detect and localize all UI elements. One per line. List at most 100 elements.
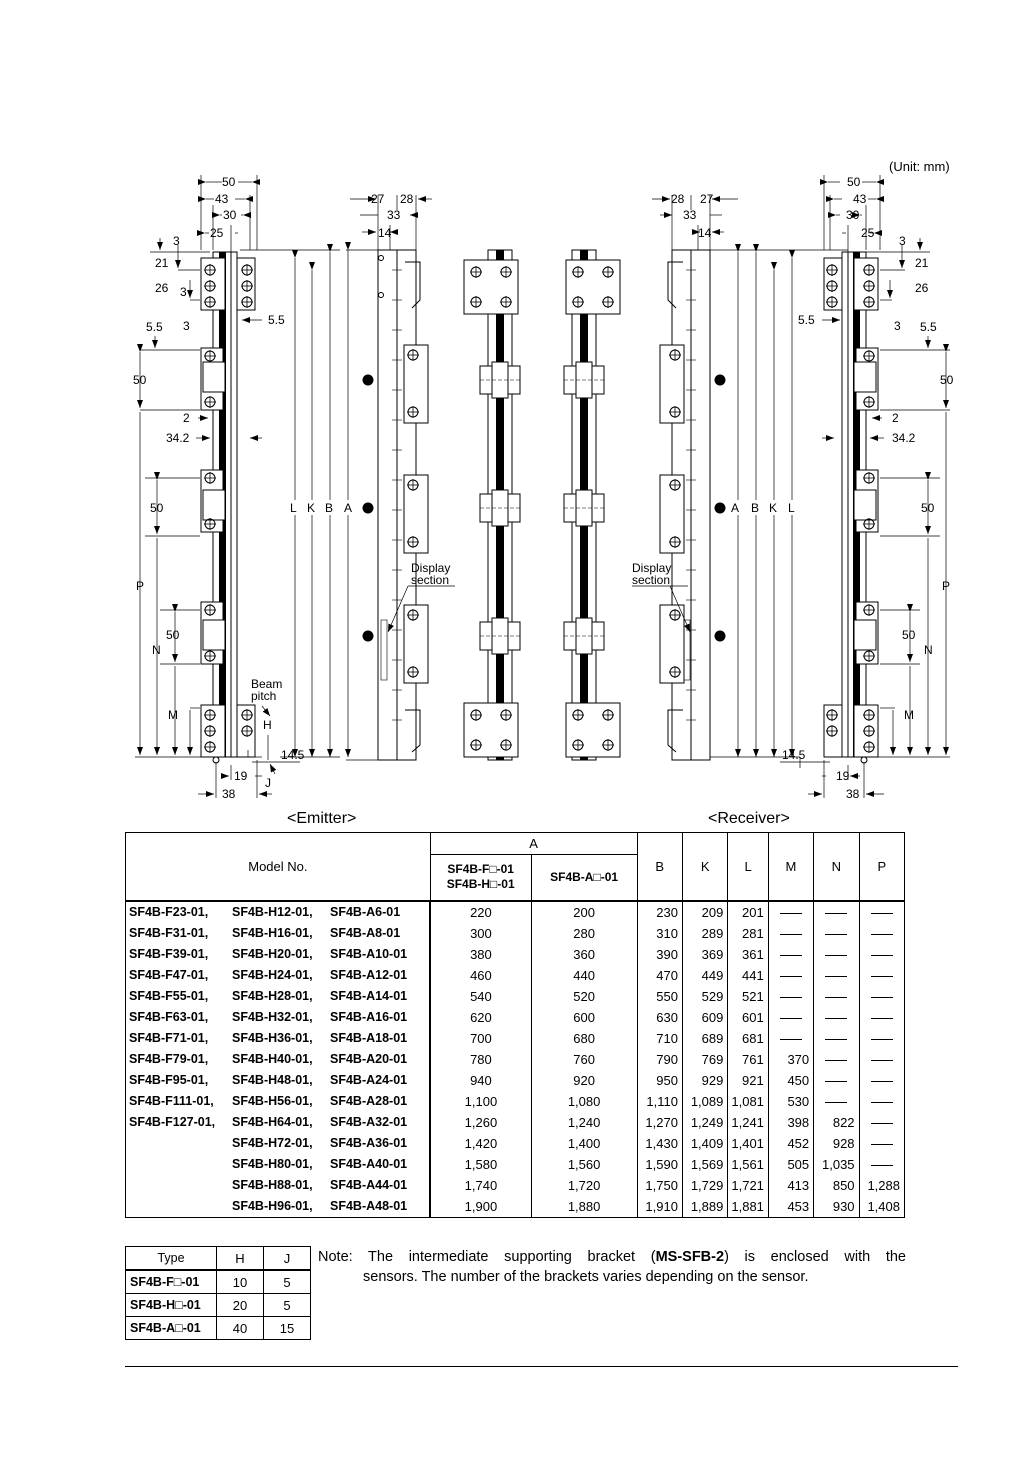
svg-text:19: 19	[234, 769, 248, 783]
cell-n	[813, 985, 860, 1007]
dash-mark	[825, 1101, 848, 1103]
cell-b: 310	[636, 922, 683, 944]
cell-b: 1,430	[636, 1132, 683, 1154]
model-cell: SF4B-H96-01,SF4B-A48-01	[125, 1195, 432, 1218]
svg-text:38: 38	[846, 787, 860, 801]
cell-k: 1,409	[681, 1132, 729, 1154]
cell-n: 822	[813, 1111, 860, 1133]
svg-text:50: 50	[133, 373, 147, 387]
receiver-front-view	[659, 249, 726, 761]
svg-text:14: 14	[698, 226, 712, 240]
cell-b: 790	[636, 1048, 683, 1070]
cell-a2: 1,880	[530, 1195, 638, 1218]
cell-k: 1,889	[681, 1195, 729, 1218]
cell-k: 1,729	[681, 1174, 729, 1196]
dimension-lines	[135, 175, 950, 798]
svg-text:27: 27	[371, 192, 385, 206]
cell-p	[858, 922, 906, 944]
svg-text:5.5: 5.5	[268, 313, 285, 327]
header-model: Model No.	[125, 832, 431, 901]
svg-text:50: 50	[166, 628, 180, 642]
svg-text:Beam: Beam	[251, 677, 282, 691]
svg-text:2: 2	[892, 411, 899, 425]
cell-b: 1,270	[636, 1111, 683, 1133]
cell-k: 689	[681, 1027, 729, 1049]
model-cell: SF4B-F31-01,SF4B-H16-01,SF4B-A8-01	[125, 922, 432, 944]
svg-text:25: 25	[861, 226, 875, 240]
svg-text:26: 26	[155, 281, 169, 295]
cell-n	[813, 1048, 860, 1070]
model-cell: SF4B-F23-01,SF4B-H12-01,SF4B-A6-01	[125, 899, 432, 923]
svg-text:21: 21	[915, 256, 929, 270]
svg-text:27: 27	[700, 192, 714, 206]
cell-a2: 1,400	[530, 1132, 638, 1154]
unit-label: (Unit: mm)	[889, 159, 950, 174]
cell-k: 1,249	[681, 1111, 729, 1133]
dash-mark	[825, 975, 848, 977]
hj-type: SF4B-A□-01	[125, 1316, 217, 1340]
header-l: L	[727, 832, 769, 901]
cell-a1: 460	[429, 964, 532, 986]
header-k: K	[681, 832, 729, 901]
dash-mark	[779, 912, 802, 914]
cell-p	[858, 1006, 906, 1028]
cell-p: 1,408	[858, 1195, 906, 1218]
cell-a1: 700	[429, 1027, 532, 1049]
cell-p	[858, 943, 906, 965]
svg-text:19: 19	[836, 769, 850, 783]
cell-p	[858, 1027, 906, 1049]
model-cell: SF4B-F111-01,SF4B-H56-01,SF4B-A28-01	[125, 1090, 432, 1112]
dash-mark	[870, 1059, 893, 1061]
dash-mark	[825, 996, 848, 998]
cell-l: 1,881	[727, 1195, 769, 1218]
cell-l: 681	[727, 1027, 769, 1049]
cell-a2: 200	[530, 899, 638, 923]
dash-mark	[870, 1164, 893, 1166]
svg-text:50: 50	[940, 373, 954, 387]
cell-p	[858, 1132, 906, 1154]
cell-a1: 1,580	[429, 1153, 532, 1175]
cell-l: 601	[727, 1006, 769, 1028]
dash-mark	[870, 1017, 893, 1019]
svg-text:5.5: 5.5	[920, 320, 937, 334]
cell-k: 929	[681, 1069, 729, 1091]
cell-a1: 220	[429, 899, 532, 923]
cell-l: 761	[727, 1048, 769, 1070]
dash-mark	[870, 1080, 893, 1082]
svg-text:50: 50	[847, 175, 861, 189]
cell-p: 1,288	[858, 1174, 906, 1196]
svg-text:50: 50	[921, 501, 935, 515]
cell-n	[813, 1069, 860, 1091]
cell-l: 921	[727, 1069, 769, 1091]
cell-m	[767, 985, 815, 1007]
cell-a2: 600	[530, 1006, 638, 1028]
cell-m	[767, 943, 815, 965]
dash-mark	[870, 1101, 893, 1103]
svg-text:3: 3	[183, 319, 190, 333]
cell-m: 505	[767, 1153, 815, 1175]
svg-text:25: 25	[210, 226, 224, 240]
cell-a1: 300	[429, 922, 532, 944]
cell-b: 950	[636, 1069, 683, 1091]
svg-text:B: B	[751, 501, 759, 515]
svg-text:14.5: 14.5	[281, 748, 305, 762]
dimension-text: 50 43 30 25 3 21 26 3 5.5 3 5.5 50 2 34.…	[133, 175, 954, 801]
cell-n	[813, 1006, 860, 1028]
cell-l: 281	[727, 922, 769, 944]
dash-mark	[870, 1143, 893, 1145]
cell-p	[858, 1069, 906, 1091]
cell-m: 370	[767, 1048, 815, 1070]
cell-p	[858, 985, 906, 1007]
svg-text:L: L	[788, 501, 795, 515]
svg-text:3: 3	[173, 234, 180, 248]
svg-text:B: B	[325, 501, 333, 515]
hj-h: 40	[216, 1316, 264, 1340]
cell-b: 550	[636, 985, 683, 1007]
cell-l: 1,561	[727, 1153, 769, 1175]
cell-m	[767, 899, 815, 923]
cell-m	[767, 922, 815, 944]
cell-p	[858, 1153, 906, 1175]
